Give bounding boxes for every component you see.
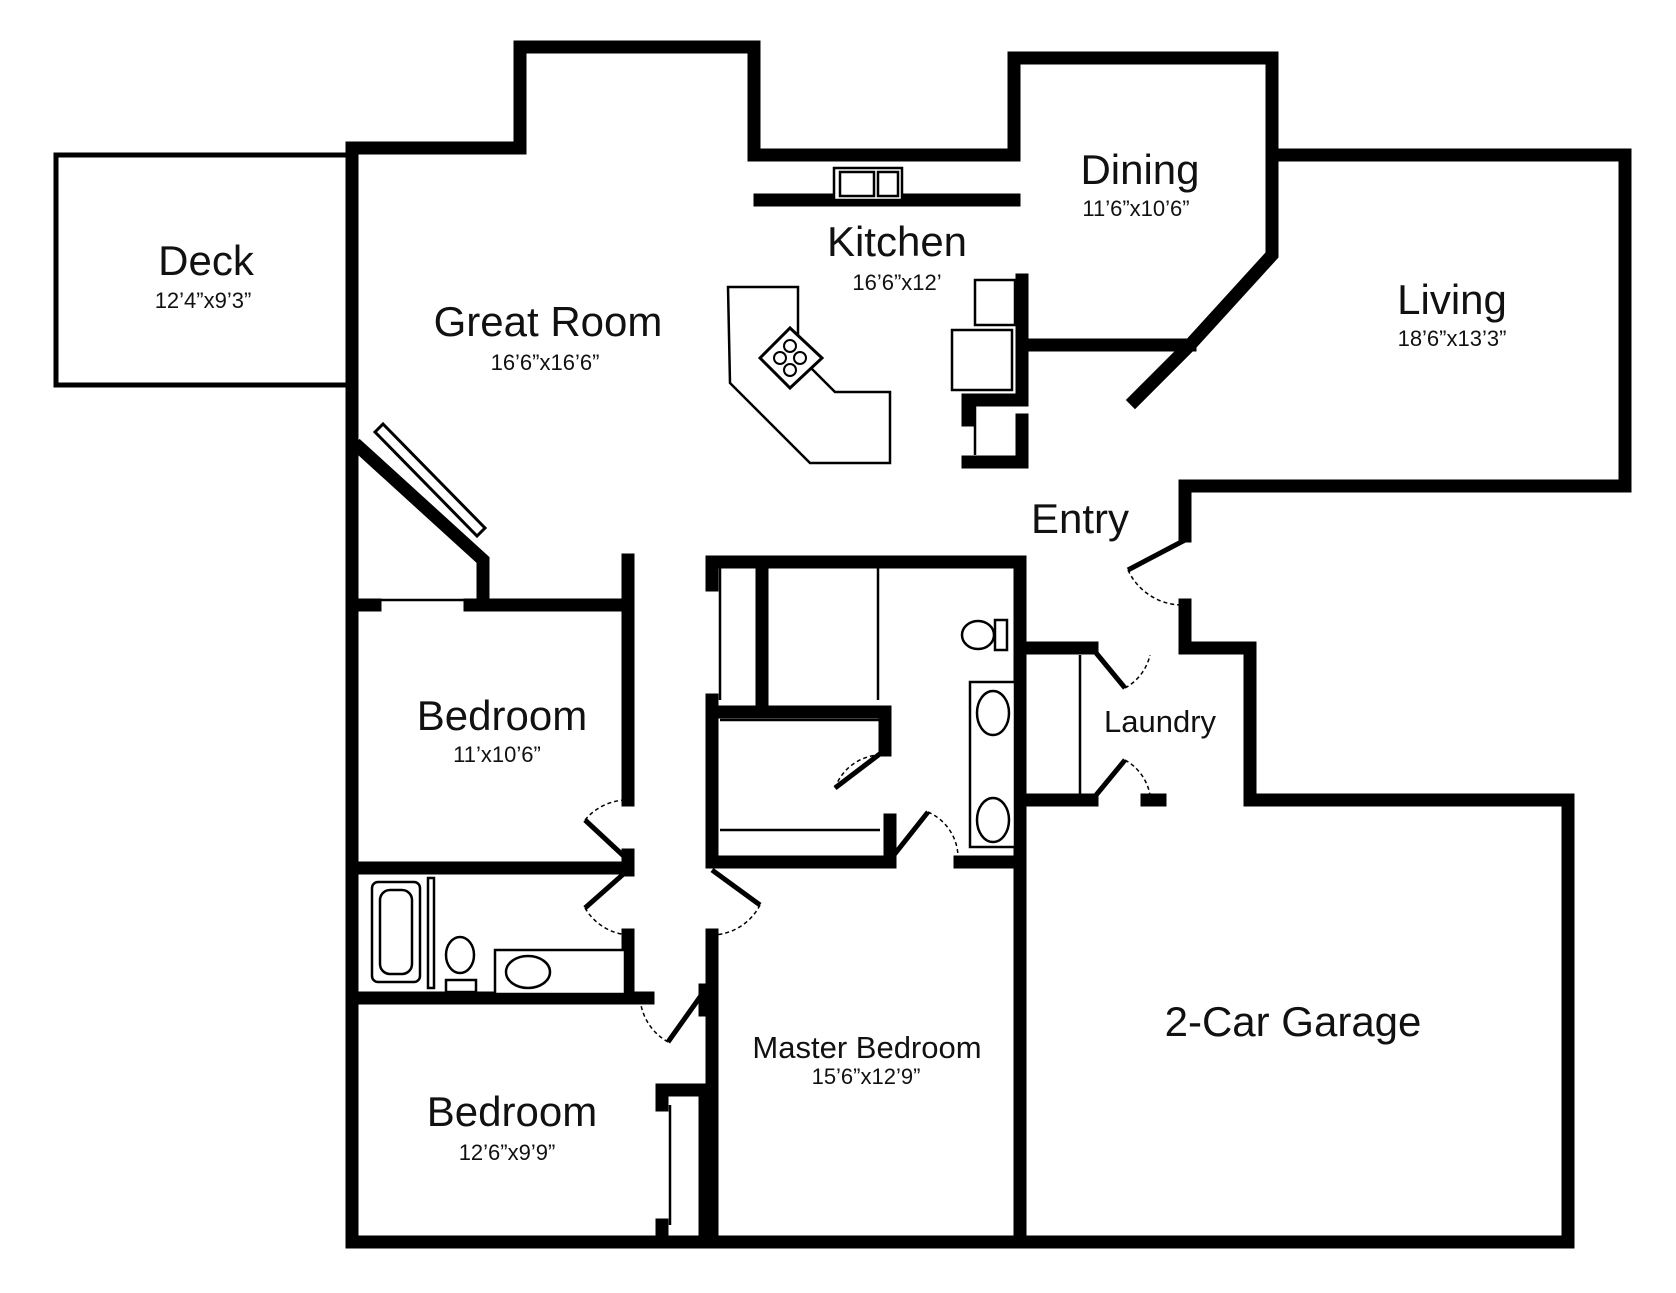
refrigerator <box>973 278 1017 327</box>
master-bedroom-dims: 15’6”x12’9” <box>812 1064 921 1089</box>
bedroom-1-name: Bedroom <box>417 692 587 739</box>
great-room-name: Great Room <box>434 298 663 345</box>
living-name: Living <box>1397 276 1507 323</box>
master-bedroom-name: Master Bedroom <box>752 1030 981 1065</box>
bedroom-2-name: Bedroom <box>427 1088 597 1135</box>
laundry-name: Laundry <box>1104 704 1217 739</box>
exterior-walls <box>345 40 1632 1249</box>
kitchen-dims: 16’6”x12’ <box>852 270 941 295</box>
deck-dims: 12’4”x9’3” <box>155 288 252 313</box>
kitchen-island <box>726 285 892 465</box>
closet-shelf <box>372 421 488 539</box>
deck-name: Deck <box>158 237 255 284</box>
bedroom-1-dims: 11’x10’6” <box>453 742 541 767</box>
range-cabinet <box>950 328 1014 392</box>
master-bath-fixtures <box>960 618 1017 849</box>
bedroom-2-dims: 12’6”x9’9” <box>459 1140 556 1165</box>
kitchen-name: Kitchen <box>827 218 967 265</box>
garage-name: 2-Car Garage <box>1165 998 1422 1045</box>
dining-dims: 11’6”x10’6” <box>1082 196 1189 221</box>
hall-bath-fixtures <box>370 876 627 996</box>
entry-name: Entry <box>1031 495 1129 542</box>
great-room-dims: 16’6”x16’6” <box>491 350 600 375</box>
dining-name: Dining <box>1080 146 1199 193</box>
living-dims: 18’6”x13’3” <box>1398 326 1507 351</box>
interior-walls <box>345 148 1575 1249</box>
doors <box>583 537 1187 1044</box>
kitchen-sink <box>832 166 904 202</box>
